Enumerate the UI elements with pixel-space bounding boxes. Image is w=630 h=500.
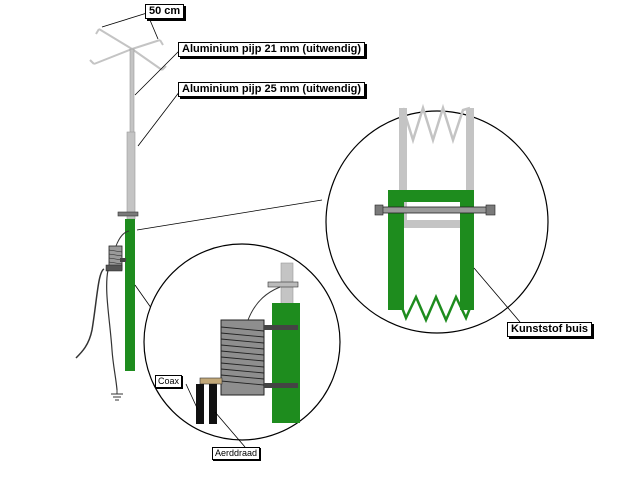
label-plastic-tube: Kunststof buis <box>507 322 592 337</box>
main-coil-windings <box>108 249 123 269</box>
label-ground-wire: Aerddraad <box>212 447 261 460</box>
detail-plastic-tube <box>388 190 474 310</box>
ground-symbol <box>111 390 123 401</box>
detail-aluminium-pipe <box>399 108 474 228</box>
detail-coax-cable-right <box>209 384 217 424</box>
plastic-tube-main <box>125 219 135 371</box>
right-zoom-line <box>136 199 323 231</box>
top-leader-lines <box>101 12 181 147</box>
detail-bolt-nut-right <box>485 204 496 216</box>
main-coax-cable <box>75 268 105 359</box>
label-top-width: 50 cm <box>145 4 185 19</box>
detail-coil-bottom-bracket <box>264 383 298 388</box>
main-coax-connector <box>105 264 123 272</box>
radials-top <box>89 28 167 71</box>
main-clamp <box>117 211 139 217</box>
detail-pipe-break <box>401 103 471 145</box>
pipe-21mm <box>129 48 135 134</box>
detail-coil-feed-wire <box>247 286 281 321</box>
main-coil-mount <box>120 258 126 262</box>
label-pipe-25mm: Aluminium pijp 25 mm (uitwendig) <box>178 82 366 97</box>
main-ground-wire <box>106 269 118 391</box>
detail-plastic-tube-bottom <box>272 303 300 423</box>
detail-coax-cable-left <box>196 384 204 424</box>
ground-wire-leader <box>214 411 246 448</box>
main-coil-feed-wire <box>115 230 130 247</box>
detail-bolt <box>377 206 495 214</box>
detail-coax-connector <box>199 377 223 385</box>
detail-clamp <box>267 281 299 288</box>
label-pipe-21mm: Aluminium pijp 21 mm (uitwendig) <box>178 42 366 57</box>
detail-bolt-head-left <box>374 204 384 216</box>
coax-leader <box>185 383 199 411</box>
plastic-tube-leader <box>473 267 521 323</box>
label-coax: Coax <box>155 375 183 388</box>
detail-coil-top-bracket <box>264 325 298 330</box>
detail-tube-break <box>396 293 474 324</box>
pipe-25mm <box>126 131 136 220</box>
detail-coil-windings <box>220 326 265 386</box>
